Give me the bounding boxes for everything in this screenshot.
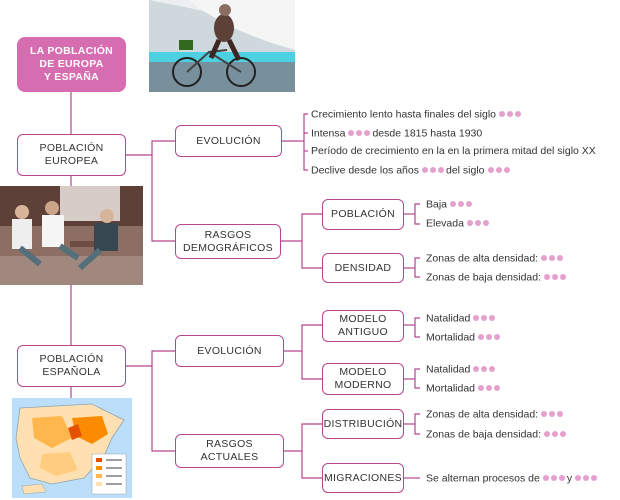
blank-dots (466, 217, 491, 230)
blank-dots (421, 164, 446, 177)
distribucion-baja: Zonas de baja densidad: (426, 428, 568, 441)
rasgos-actuales-box: RASGOS ACTUALES (175, 434, 284, 468)
antiguo-natalidad: Natalidad (426, 312, 497, 325)
blank-dots (544, 271, 568, 284)
europa-evolucion-box: EVOLUCIÓN (175, 125, 282, 157)
densidad-box: DENSIDAD (322, 253, 404, 283)
blank-dots (348, 127, 372, 140)
distribucion-box: DISTRIBUCIÓN (322, 409, 404, 439)
modelo-moderno-box: MODELO MODERNO (322, 363, 404, 395)
title-box: LA POBLACIÓN DE EUROPA Y ESPAÑA (17, 37, 126, 92)
migraciones-box: MIGRACIONES (322, 463, 404, 493)
blank-dots (575, 472, 599, 485)
poblacion-baja: Baja (426, 198, 474, 211)
evolucion-item-3: Período de crecimiento en la en la prime… (311, 145, 596, 157)
spain-density-map (12, 398, 132, 498)
poblacion-elevada: Elevada (426, 217, 491, 230)
distribucion-alta: Zonas de alta densidad: (426, 408, 565, 421)
poblacion-espanola-box: POBLACIÓN ESPAÑOLA (17, 345, 126, 387)
blank-dots (473, 363, 497, 376)
densidad-alta: Zonas de alta densidad: (426, 252, 565, 265)
moderno-mortalidad: Mortalidad (426, 382, 502, 395)
poblacion-box: POBLACIÓN (322, 199, 404, 230)
blank-dots (541, 408, 565, 421)
antiguo-mortalidad: Mortalidad (426, 331, 502, 344)
blank-dots (478, 382, 502, 395)
blank-dots (499, 108, 523, 121)
espana-evolucion-box: EVOLUCIÓN (175, 335, 284, 367)
seniors-photo (0, 186, 143, 285)
blank-dots (541, 252, 565, 265)
blank-dots (487, 164, 512, 177)
blank-dots (542, 472, 567, 485)
blank-dots (544, 428, 568, 441)
densidad-baja: Zonas de baja densidad: (426, 271, 568, 284)
blank-dots (450, 198, 474, 211)
moderno-natalidad: Natalidad (426, 363, 497, 376)
blank-dots (473, 312, 497, 325)
rasgos-demograficos-box: RASGOS DEMOGRÁFICOS (175, 224, 281, 259)
cyclist-photo (149, 0, 295, 92)
evolucion-item-1: Crecimiento lento hasta finales del sigl… (311, 108, 523, 121)
modelo-antiguo-box: MODELO ANTIGUO (322, 310, 404, 342)
poblacion-europea-box: POBLACIÓN EUROPEA (17, 134, 126, 176)
blank-dots (478, 331, 502, 344)
